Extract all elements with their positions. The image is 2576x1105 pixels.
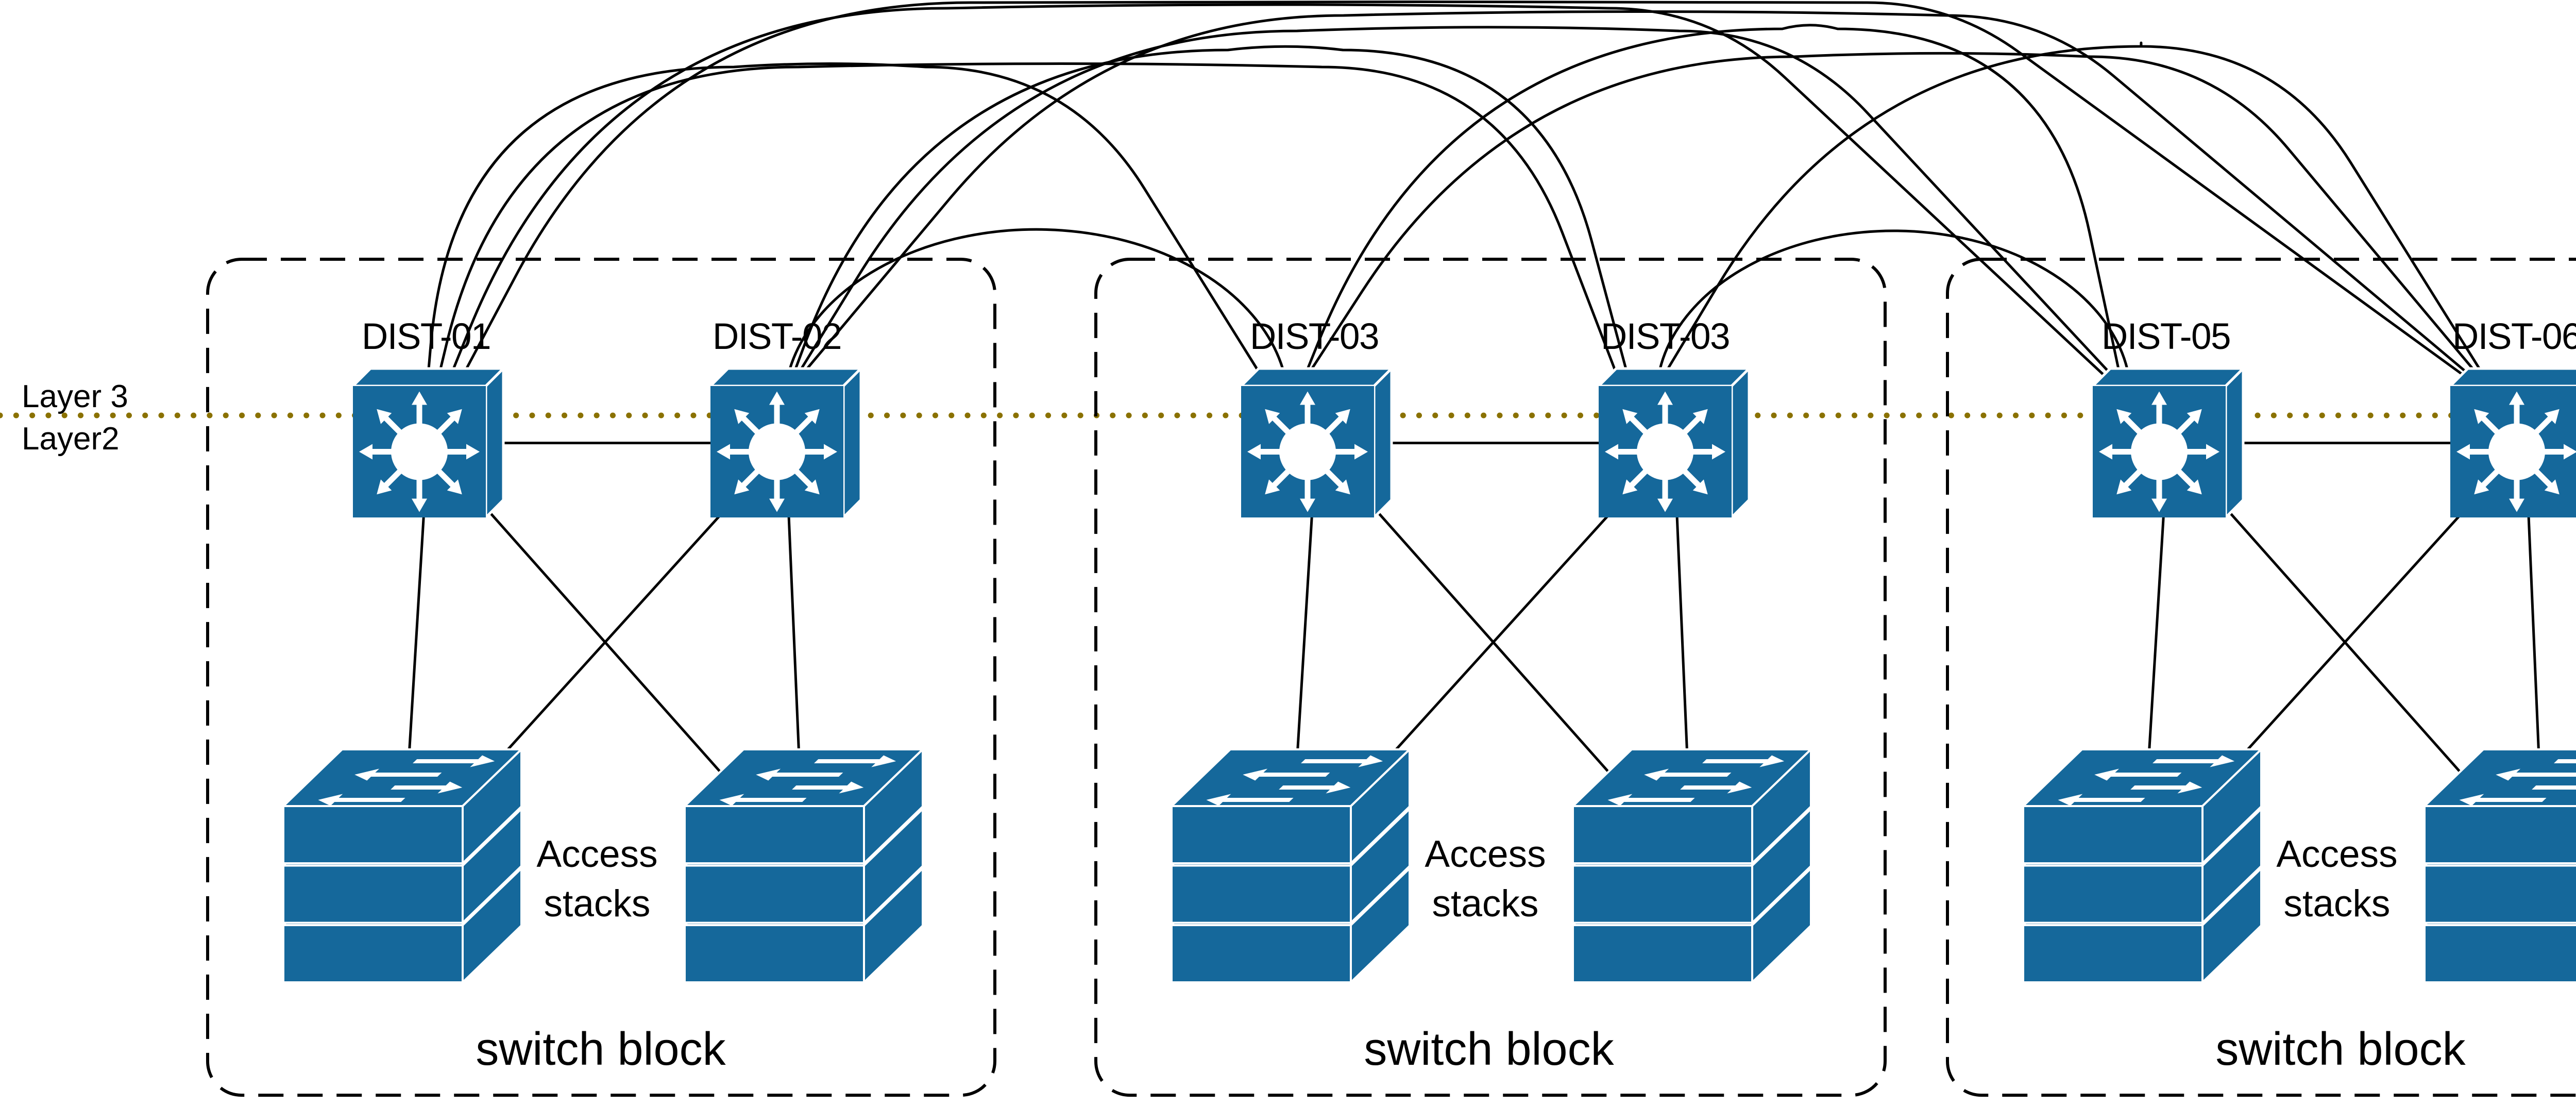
svg-text:Access: Access (2276, 833, 2397, 875)
svg-text:stacks: stacks (544, 883, 651, 925)
svg-text:Layer2: Layer2 (22, 421, 120, 457)
svg-text:DIST-03: DIST-03 (1250, 316, 1379, 357)
svg-text:DIST-03: DIST-03 (1601, 316, 1730, 357)
svg-text:switch block: switch block (2215, 1024, 2466, 1075)
svg-text:DIST-02: DIST-02 (713, 316, 841, 357)
svg-text:DIST-01: DIST-01 (362, 316, 490, 357)
svg-text:switch block: switch block (476, 1024, 726, 1075)
svg-text:DIST-05: DIST-05 (2102, 316, 2230, 357)
svg-text:DIST-06: DIST-06 (2452, 316, 2576, 357)
svg-text:Access: Access (536, 833, 657, 875)
svg-text:stacks: stacks (1432, 883, 1539, 925)
svg-text:stacks: stacks (2284, 883, 2391, 925)
svg-text:Layer 3: Layer 3 (22, 379, 128, 414)
svg-text:Access: Access (1425, 833, 1546, 875)
svg-text:switch block: switch block (1364, 1024, 1614, 1075)
